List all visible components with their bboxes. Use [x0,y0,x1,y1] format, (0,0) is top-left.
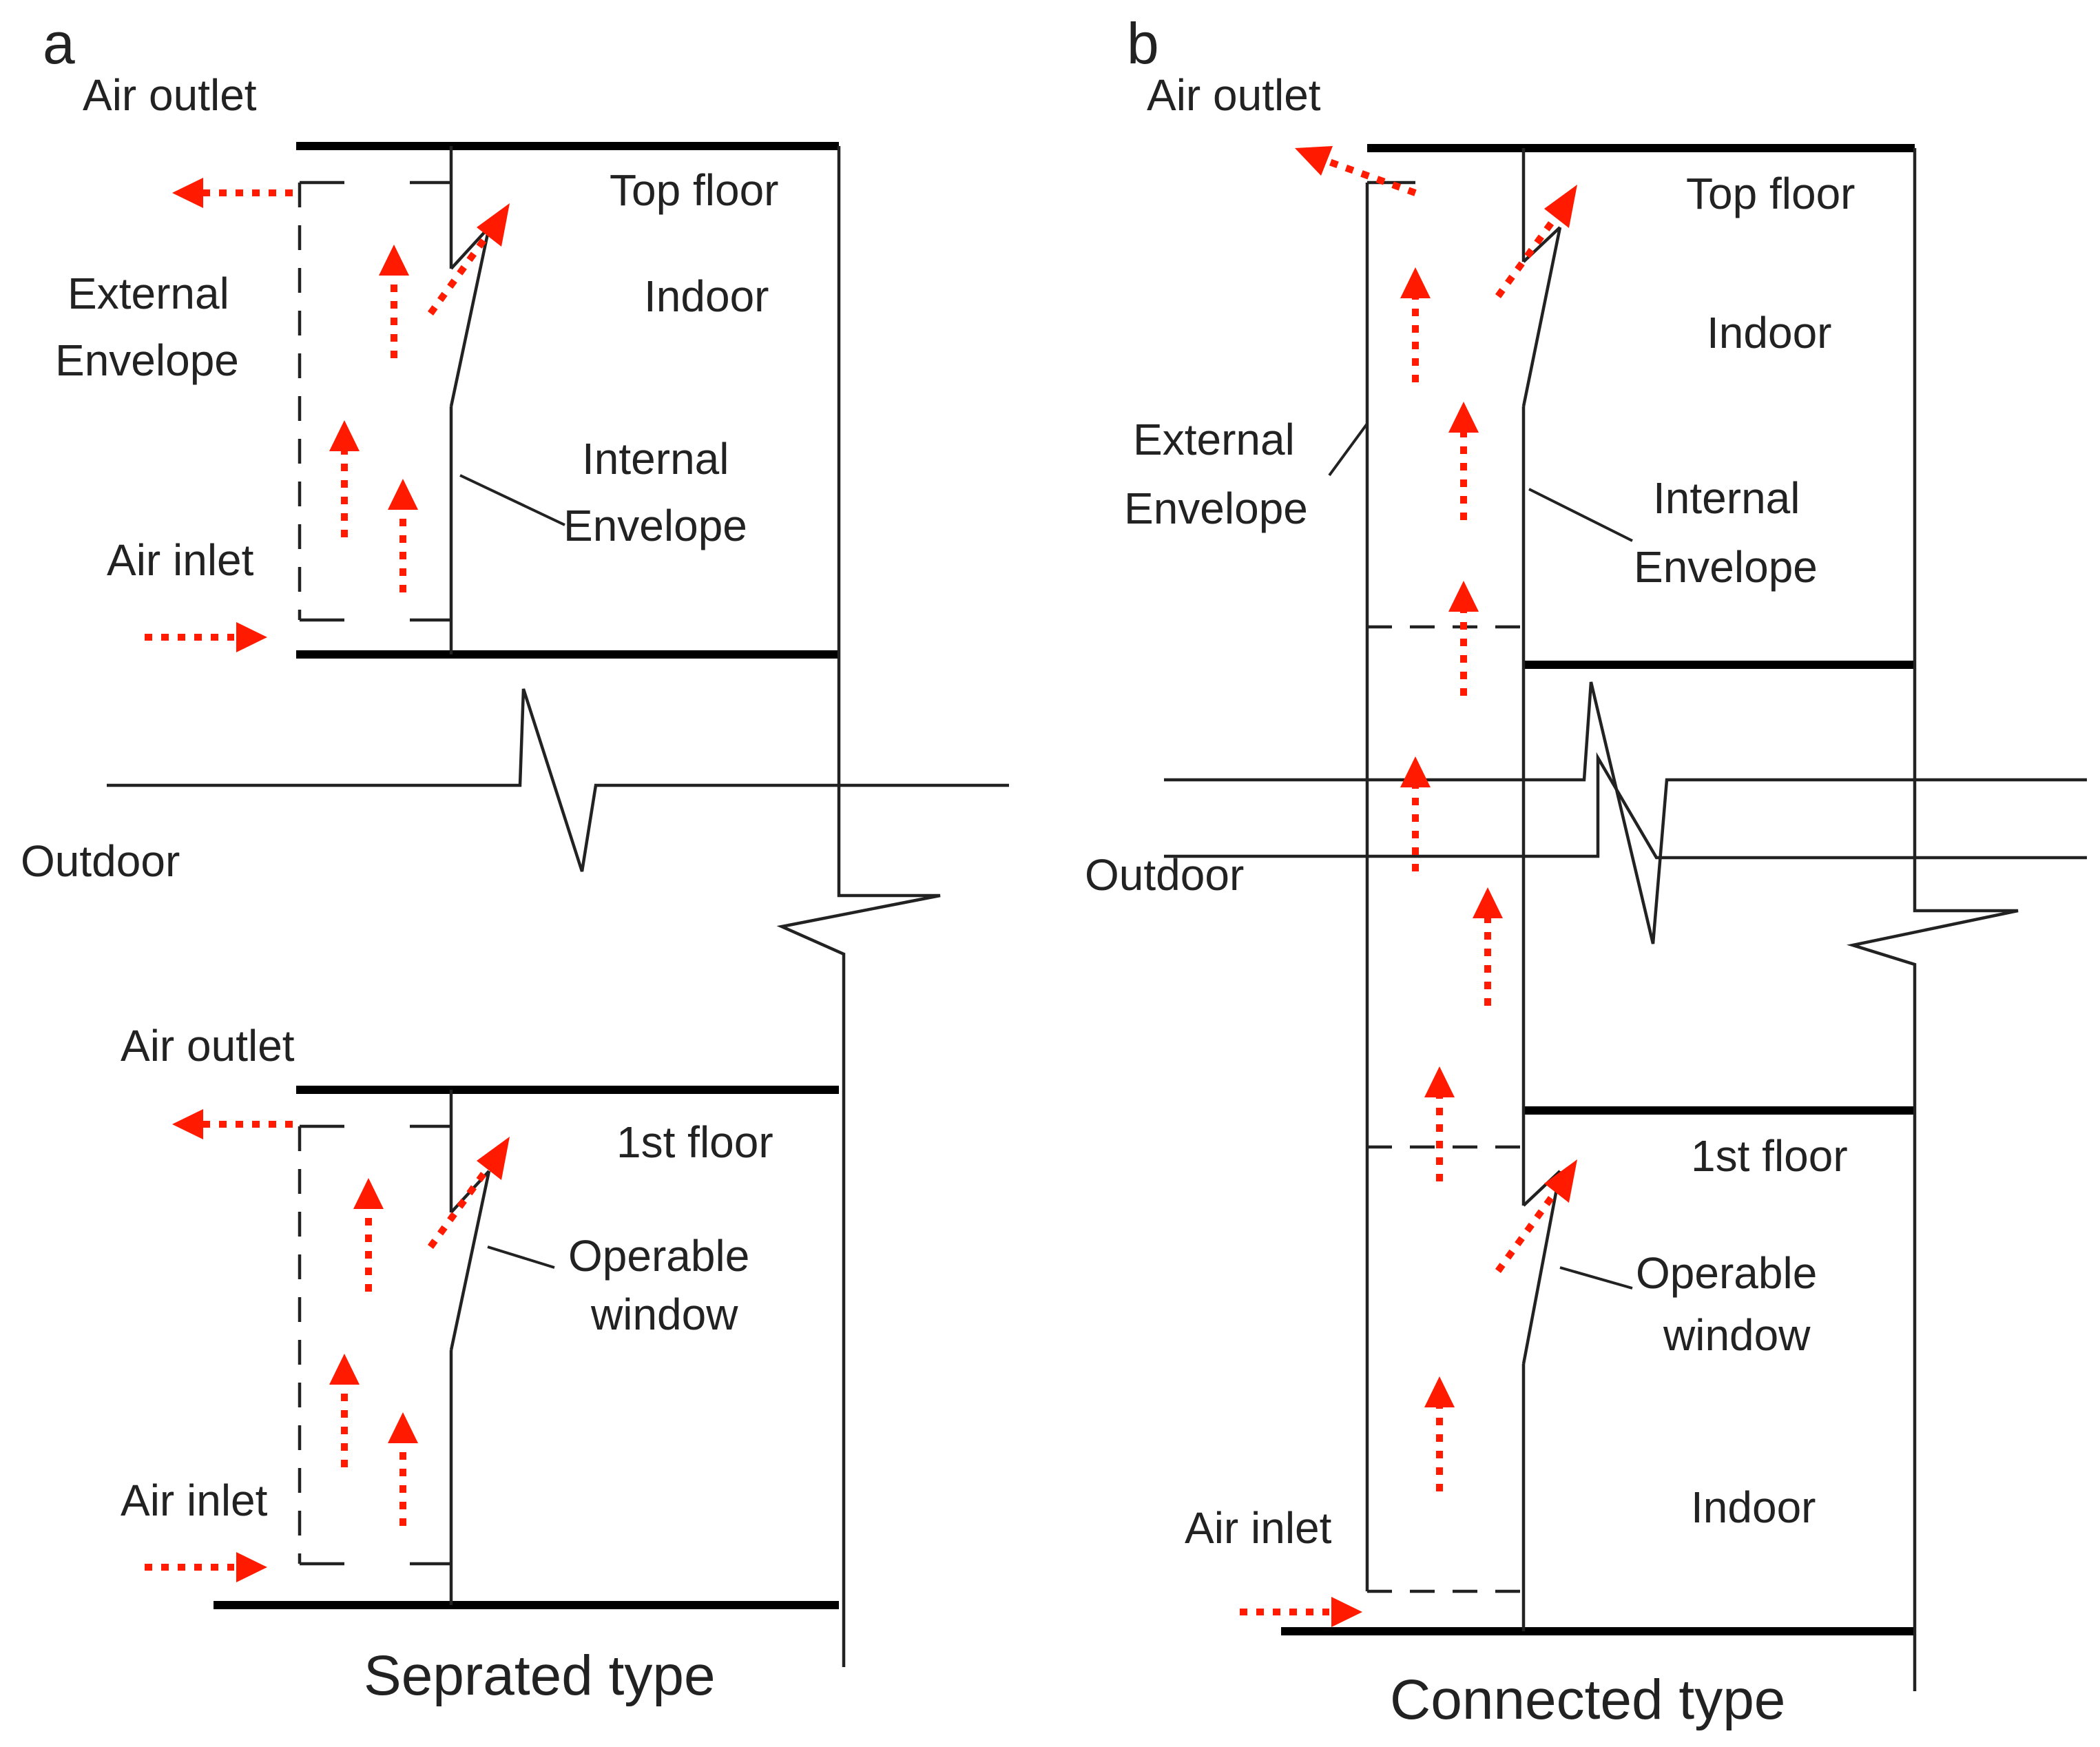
panel-a-top-window-sash [450,226,490,270]
panel-a-caption: Seprated type [364,1644,716,1707]
panel-b-outdoor-label: Outdoor [1085,850,1244,900]
panel-b-operable-window-label-1: Operable [1636,1248,1817,1298]
panel-a-first-floor-label: 1st floor [616,1117,773,1167]
panel-b-letter: b [1127,11,1159,76]
panel-a-operable-window-leader [487,1245,555,1269]
panel-b-internal-envelope-leader [1528,488,1633,542]
panel-b-top-floor-label: Top floor [1686,169,1855,218]
panel-b-airflow-arrows [1240,146,1577,1627]
panel-a-letter: a [43,11,75,76]
panel-a-top-air-outlet-label: Air outlet [83,70,257,120]
panel-a-internal-envelope-label-2: Envelope [563,501,747,550]
panel-b-bottom-indoor-label: Indoor [1691,1482,1816,1532]
panel-a-operable-window-label-2: window [590,1290,738,1339]
panel-a-outdoor-label: Outdoor [21,836,180,886]
panel-a-operable-window-label-1: Operable [568,1231,749,1281]
panel-a-internal-envelope-label-1: Internal [582,434,729,484]
panel-b-outdoor-break-lower [1164,752,2087,860]
panel-b-internal-envelope-label-2: Envelope [1634,542,1818,592]
panel-a-building-wall [776,146,941,1667]
panel-a-external-envelope-label-2: Envelope [55,335,239,385]
panel-a: a Air outlet [21,11,1009,1707]
panel-b-top-indoor-label: Indoor [1707,308,1831,358]
panel-a-airflow-arrows [145,178,510,1582]
panel-b-air-outlet-label: Air outlet [1147,70,1321,120]
panel-b-outdoor-break-upper [1164,681,2087,944]
panel-b-external-envelope-label-2: Envelope [1124,484,1308,533]
panel-b-caption: Connected type [1390,1668,1785,1731]
panel-b-operable-window-label-2: window [1663,1310,1811,1360]
panel-a-top-floor-label: Top floor [610,165,778,215]
panel-b-first-floor-label: 1st floor [1691,1131,1848,1181]
panel-b-internal-envelope-label-1: Internal [1653,473,1800,523]
panel-b: b Air outlet Top floor Indoor [1085,11,2087,1731]
panel-a-bottom-air-outlet-label: Air outlet [121,1021,295,1071]
panel-b-building-wall [1847,148,2019,1691]
panel-a-outdoor-break-line [107,688,1009,872]
panel-a-external-envelope-label-1: External [67,269,229,318]
airflow-arrow-head [236,622,267,652]
panel-a-top-air-inlet-label: Air inlet [107,535,254,585]
panel-a-top-indoor-label: Indoor [644,271,769,321]
panel-b-external-envelope-label-1: External [1133,415,1295,464]
panel-b-operable-window-leader [1559,1266,1633,1290]
panel-b-external-envelope-leader [1328,422,1369,477]
panel-b-air-inlet-label: Air inlet [1185,1503,1332,1553]
panel-a-internal-envelope-leader [459,474,565,526]
panel-a-bottom-air-inlet-label: Air inlet [121,1476,268,1525]
airflow-arrow-head [172,178,203,208]
